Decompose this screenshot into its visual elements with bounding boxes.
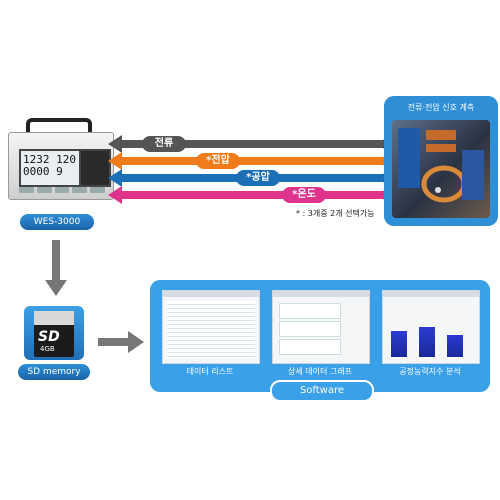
signal-line-current	[118, 140, 388, 148]
caption-data-list: 데이터 리스트	[186, 367, 234, 376]
wes-3000-device: 1232 120 0000 9	[8, 118, 114, 202]
photo-title: 전류·전압 신호 계측	[407, 103, 475, 112]
device-buttons	[19, 187, 105, 193]
arrow-down-icon	[45, 280, 67, 296]
capability-analysis-screenshot	[382, 290, 480, 364]
sd-logo-text: SD	[38, 329, 60, 345]
signal-line-voltage	[118, 157, 388, 165]
measurement-photo-panel: 전류·전압 신호 계측	[384, 96, 498, 226]
device-handle	[26, 118, 92, 136]
arrow-left-icon	[108, 169, 122, 187]
signal-label-temperature: *온도	[282, 187, 326, 203]
software-panel: 데이터 리스트 상세 데이터 그래프 공정능력지수 분석 Software	[150, 280, 490, 402]
signal-label-voltage: *전압	[196, 153, 240, 169]
flow-line-down	[52, 240, 60, 282]
device-secondary-display	[79, 149, 111, 187]
software-title: Software	[270, 380, 374, 402]
device-display: 1232 120 0000 9	[19, 149, 81, 187]
arrow-left-icon	[108, 152, 122, 170]
caption-capability: 공정능력지수 분석	[399, 367, 461, 376]
device-body: 1232 120 0000 9	[8, 132, 114, 200]
flow-line-right	[98, 338, 130, 346]
device-name-label: WES-3000	[20, 214, 94, 230]
sd-capacity: 4GB	[40, 345, 55, 353]
arrow-right-icon	[128, 331, 144, 353]
graph-screenshot	[272, 290, 370, 364]
welding-equipment-photo	[392, 120, 490, 218]
signal-label-current: 전류	[142, 136, 186, 152]
display-bottom-readout: 0000 9	[23, 165, 63, 178]
signal-line-temperature	[118, 191, 388, 199]
arrow-left-icon	[108, 186, 122, 204]
display-top-readout: 1232 120	[23, 153, 76, 166]
selection-note: * : 3개중 2개 선택가능	[296, 209, 375, 218]
signal-label-pressure: *공압	[236, 170, 280, 186]
sd-memory-label: SD memory	[18, 364, 90, 380]
caption-graph: 상세 데이터 그래프	[288, 367, 352, 376]
data-list-screenshot	[162, 290, 260, 364]
arrow-left-icon	[108, 135, 122, 153]
sd-card-icon: SD 4GB	[24, 306, 84, 360]
